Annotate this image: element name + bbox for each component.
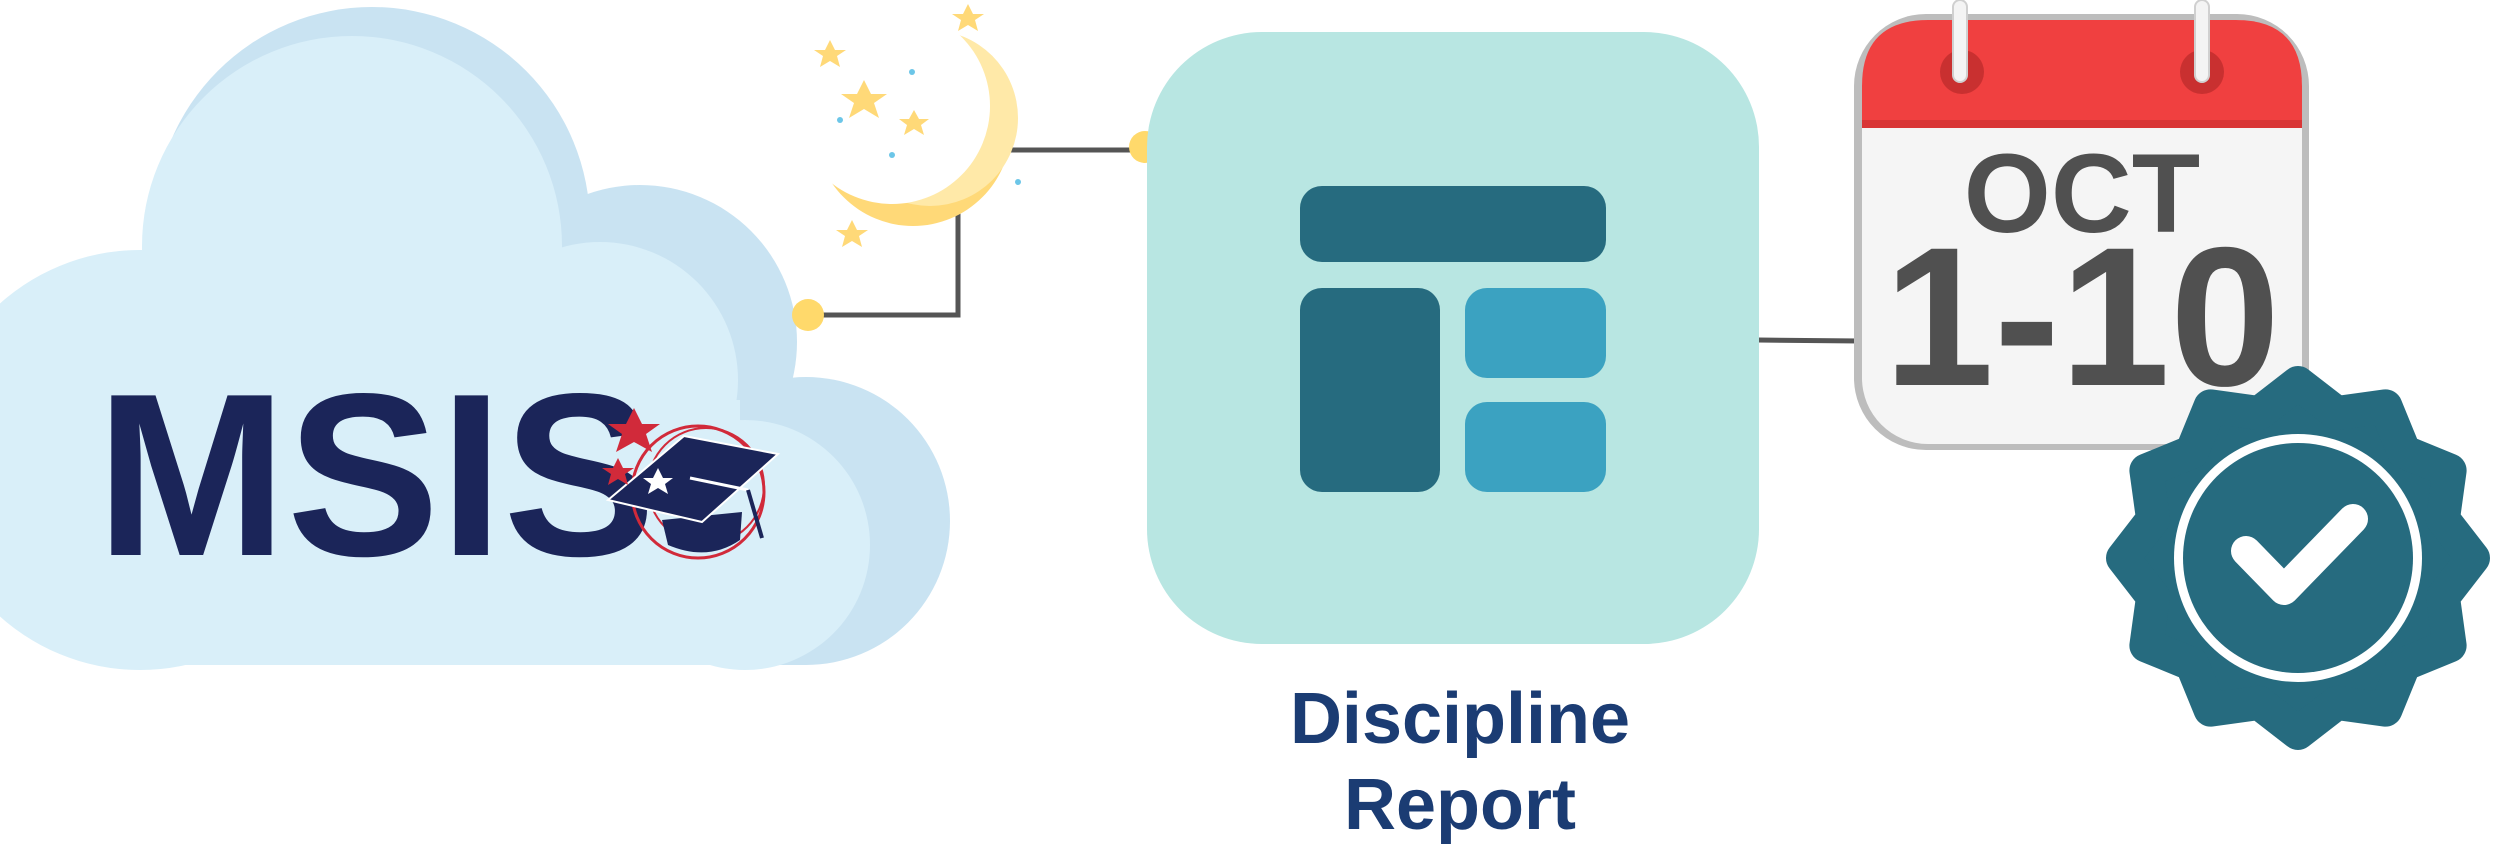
msis-logo-text: MSIS (96, 345, 656, 605)
report-tile (1147, 32, 1759, 644)
report-title-line-2: Report (1344, 765, 1576, 845)
verified-badge-icon (2106, 366, 2490, 750)
calendar-icon: OCT 1-10 (1854, 0, 2309, 450)
connector-report-to-calendar (1757, 337, 1861, 344)
cloud-body (0, 36, 870, 670)
connector-cloud-to-moon (808, 210, 961, 318)
discipline-report-node (1129, 32, 1759, 644)
report-title-line-1: Discipline (1289, 679, 1631, 759)
discipline-report-title: Discipline Report (1230, 676, 1690, 848)
moon-and-stars-icon (794, 4, 1021, 247)
dashboard-layout-icon (1300, 186, 1606, 492)
connector-node-cloud (792, 299, 824, 331)
calendar-month: OCT (1964, 131, 2200, 256)
msis-cloud: MSIS (0, 7, 950, 670)
graduation-cap-icon (602, 408, 781, 560)
